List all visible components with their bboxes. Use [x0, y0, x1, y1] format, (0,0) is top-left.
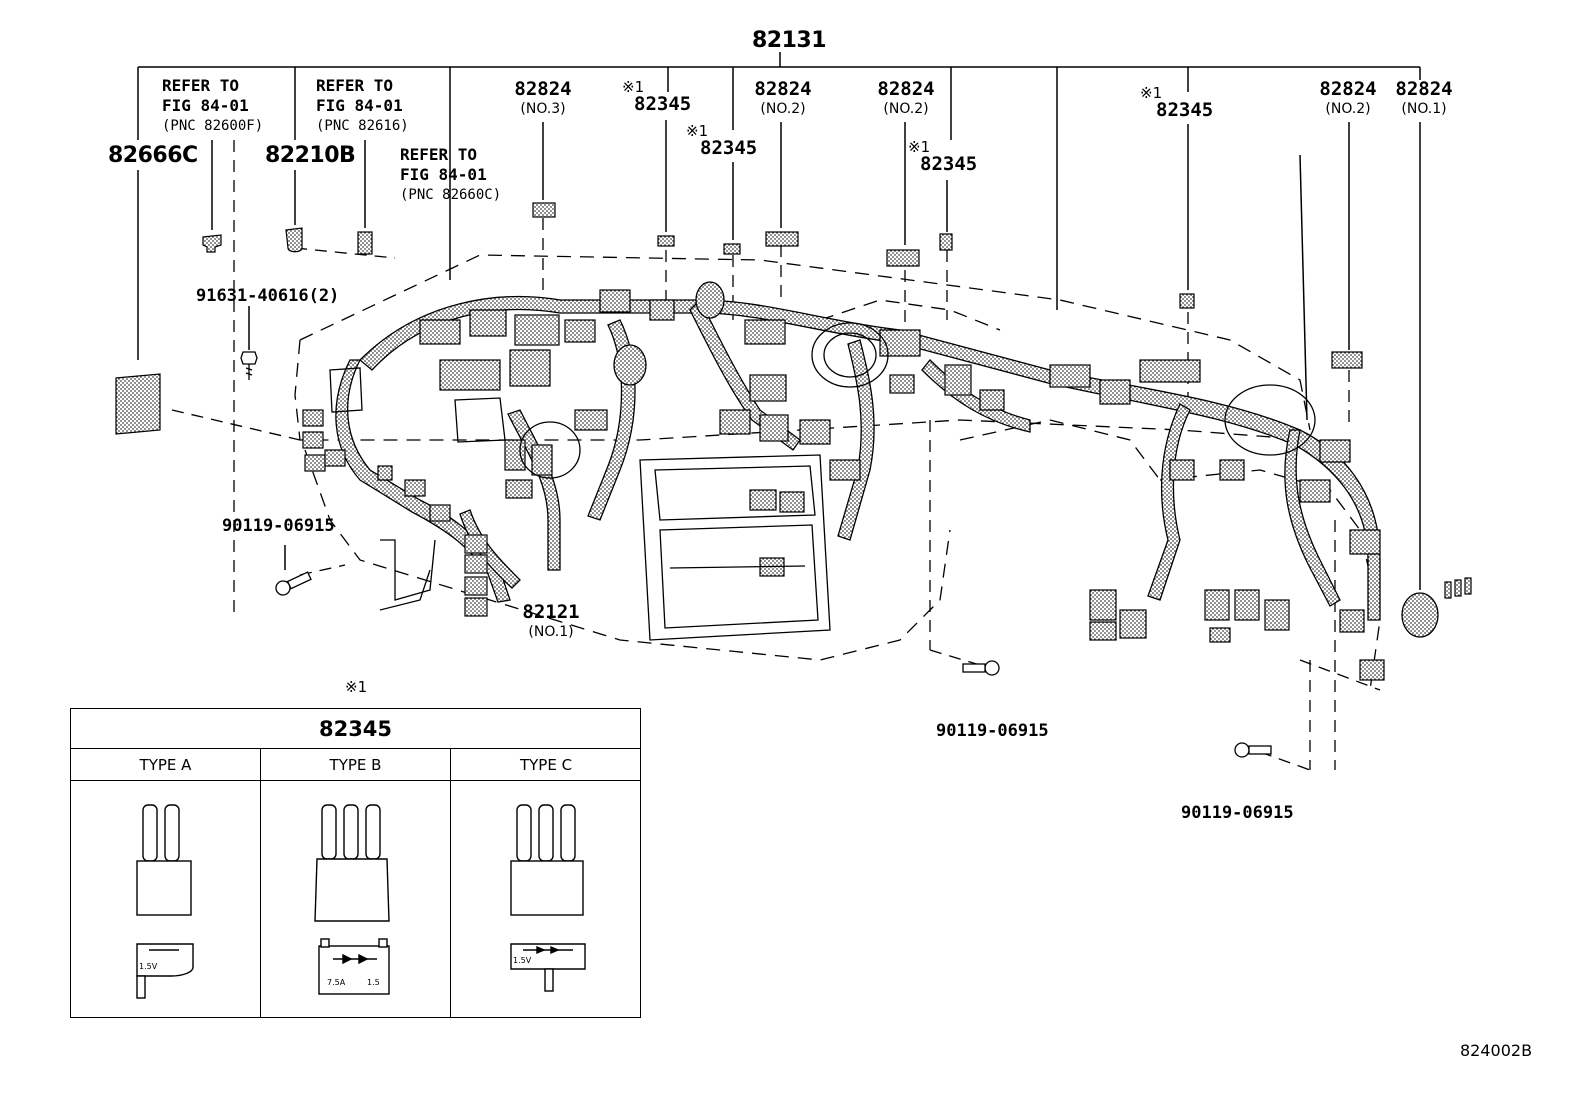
- part-number-82824-no1: 82824 (NO.1): [1395, 78, 1453, 117]
- part-number-82121: 82121 (NO.1): [522, 601, 580, 640]
- refer-note-82600f: REFER TO FIG 84-01 (PNC 82600F): [162, 76, 264, 134]
- type-a-marking: 1.5V: [139, 962, 158, 971]
- bolt-91631: [240, 351, 258, 380]
- bolt-90119-c: [1234, 742, 1272, 758]
- type-table-mark: ※1: [345, 678, 368, 696]
- figure-code: 824002B: [1460, 1041, 1533, 1060]
- small-parts: [115, 202, 1472, 599]
- type-column-c: TYPE C 1.5V: [451, 749, 641, 1017]
- type-b-marking-right: 1.5: [367, 978, 380, 987]
- part-number-82824-no2-b: 82824 (NO.2): [877, 78, 935, 117]
- type-column-b: TYPE B 7.5A 1.5: [261, 749, 451, 1017]
- part-number-82210b: 82210B: [265, 143, 356, 168]
- gauge-details: [519, 281, 1439, 638]
- part-number-82666c: 82666C: [108, 143, 198, 168]
- type-table-title: 82345: [71, 709, 640, 749]
- bolt-90119-b: [962, 660, 1000, 676]
- type-a-relay-icon: 1.5V: [136, 804, 194, 999]
- harness-wires: [335, 296, 1381, 621]
- part-number-82345-d: ※1 82345: [1140, 84, 1214, 121]
- type-c-marking: 1.5V: [513, 956, 532, 965]
- type-column-a: TYPE A 1.5V: [71, 749, 261, 1017]
- type-header: TYPE C: [451, 749, 641, 781]
- refer-note-82616: REFER TO FIG 84-01 (PNC 82616): [316, 76, 409, 134]
- part-number-82345-c: ※1 82345: [908, 138, 978, 175]
- type-header: TYPE A: [71, 749, 260, 781]
- type-b-relay-icon: 7.5A 1.5: [314, 804, 390, 995]
- refer-note-82660c: REFER TO FIG 84-01 (PNC 82660C): [400, 145, 502, 203]
- part-number-82345-a: ※1 82345: [622, 78, 692, 115]
- part-number-82824-no2-c: 82824 (NO.2): [1319, 78, 1377, 117]
- bolt-label-90119-a: 90119-06915: [222, 516, 335, 536]
- console-frame: [329, 367, 831, 641]
- bolt-label-90119-b: 90119-06915: [936, 721, 1049, 741]
- bolt-label-90119-c: 90119-06915: [1181, 803, 1294, 823]
- dashboard-outline: [294, 254, 1381, 691]
- type-header: TYPE B: [261, 749, 450, 781]
- relay-type-table: 82345 TYPE A 1.5V TYPE B: [70, 708, 641, 1018]
- part-number-82824-no2-a: 82824 (NO.2): [754, 78, 812, 117]
- part-number-82131: 82131: [752, 28, 827, 53]
- bolts: [240, 351, 1272, 758]
- part-number-82824-no3: 82824 (NO.3): [514, 78, 572, 117]
- type-b-marking-left: 7.5A: [327, 978, 346, 987]
- bolt-90119-a: [275, 571, 312, 596]
- part-number-82345-b: ※1 82345: [686, 122, 758, 159]
- type-c-relay-icon: 1.5V: [510, 804, 586, 992]
- harness-connectors: [302, 289, 1385, 681]
- bolt-label-91631: 91631-40616(2): [196, 286, 340, 306]
- leader-lines: [137, 52, 1421, 590]
